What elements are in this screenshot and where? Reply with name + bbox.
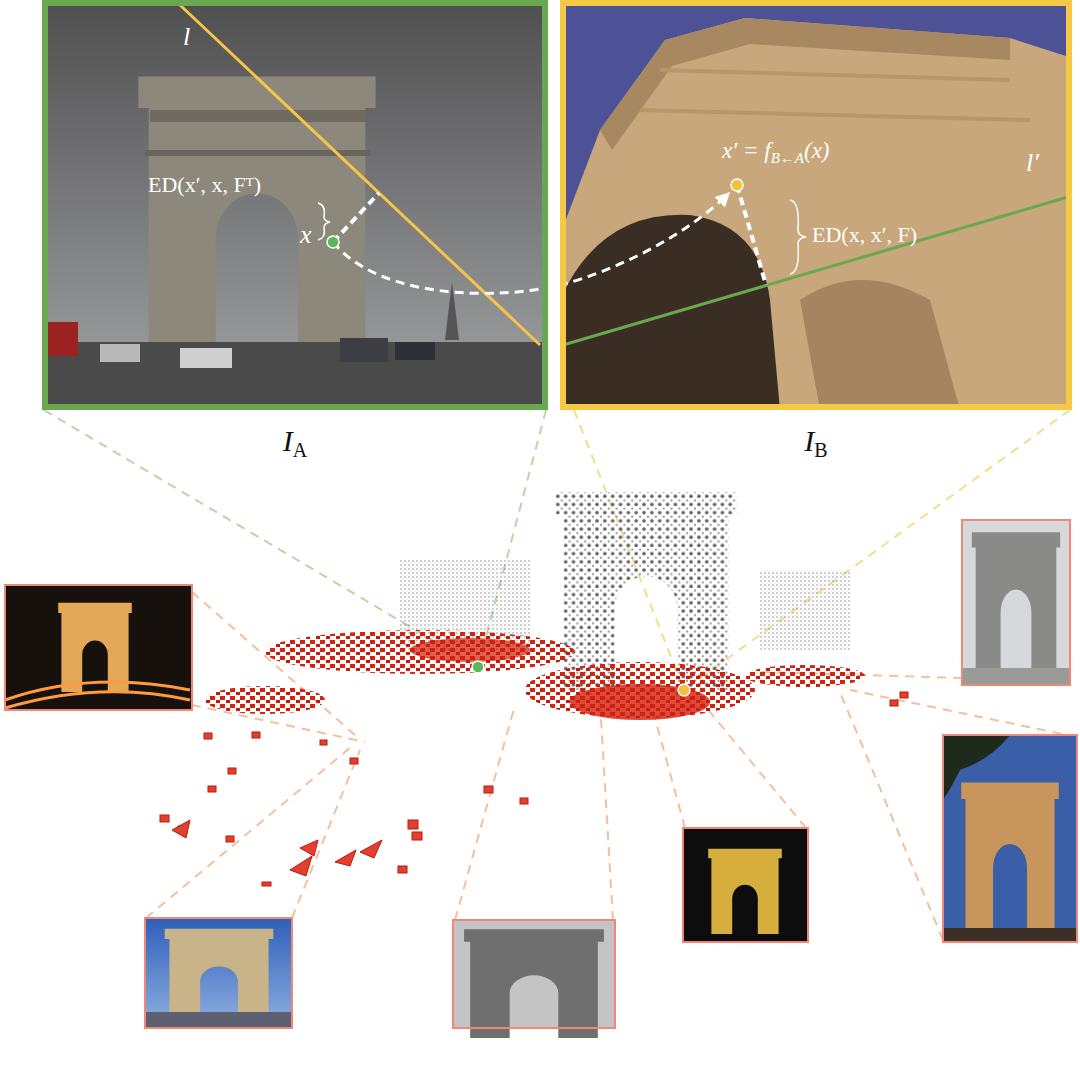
- math-label: x′ = fB←A(x): [722, 138, 830, 167]
- image-subscript: B: [814, 439, 827, 461]
- panel-heading: IA: [48, 424, 542, 462]
- image-subscript: A: [293, 439, 307, 461]
- subscript-text: B←A: [771, 150, 804, 166]
- math-label: ED(x′, x, Fᵀ): [148, 172, 261, 198]
- label-text: ED(x, x′, F): [812, 222, 917, 247]
- math-label: l: [183, 22, 190, 52]
- label-text: (x): [804, 138, 830, 163]
- label-text: l′: [1026, 148, 1039, 177]
- image-symbol: I: [804, 424, 814, 457]
- label-text: x′ = f: [722, 138, 771, 163]
- image-panel: IA: [42, 0, 548, 410]
- math-label: x: [300, 220, 312, 250]
- panel-heading: IB: [566, 424, 1066, 462]
- label-text: l: [183, 22, 190, 51]
- math-label: ED(x, x′, F): [812, 222, 917, 248]
- label-text: ED(x′, x, Fᵀ): [148, 172, 261, 197]
- image-symbol: I: [283, 424, 293, 457]
- math-label: l′: [1026, 148, 1039, 178]
- label-text: x: [300, 220, 312, 249]
- image-panel: IB: [560, 0, 1072, 410]
